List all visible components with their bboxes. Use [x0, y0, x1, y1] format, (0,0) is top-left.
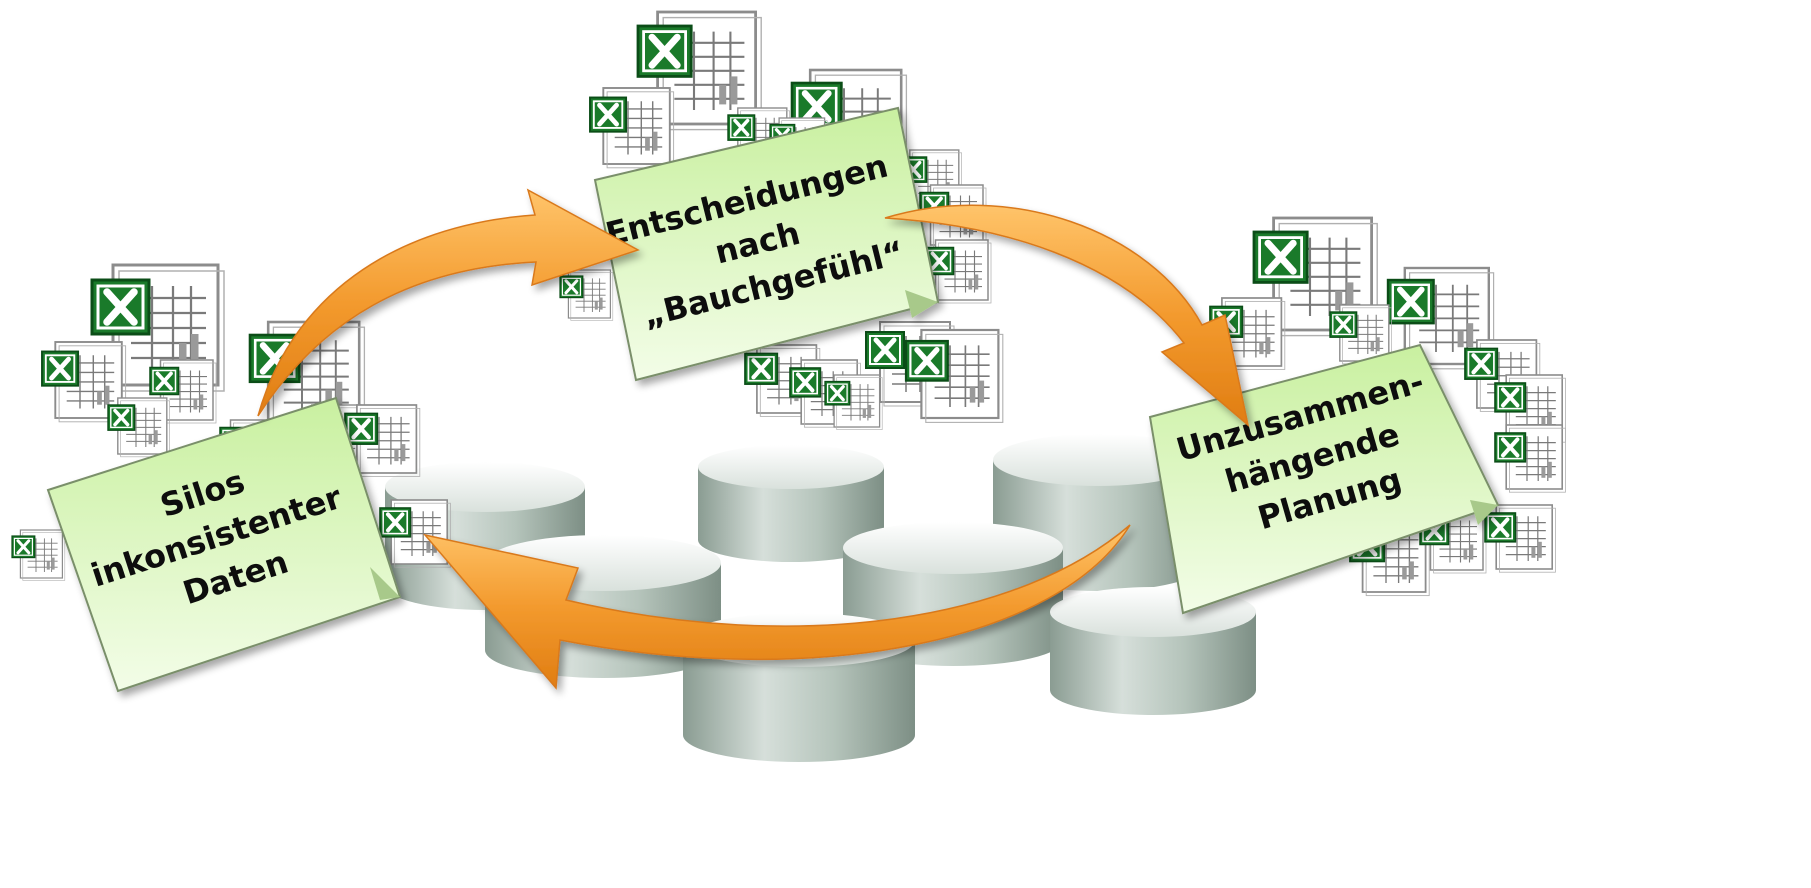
excel-spreadsheet-icon — [823, 373, 884, 432]
excel-spreadsheet-icon — [558, 268, 615, 322]
database-icon — [1050, 587, 1256, 715]
database-icon — [698, 445, 884, 562]
excel-spreadsheet-icon — [906, 330, 1003, 422]
arrow-left-to-top — [257, 188, 640, 417]
excel-spreadsheet-icon — [106, 396, 172, 459]
excel-spreadsheet-icon — [10, 528, 67, 582]
note-top: Entscheidungen nach „Bauchgefühl“ — [593, 106, 940, 382]
arrow-top-to-right — [884, 204, 1250, 427]
excel-spreadsheet-icon — [1485, 505, 1555, 572]
arrow-right-to-left — [422, 524, 1131, 690]
excel-spreadsheet-icon — [590, 88, 674, 168]
excel-spreadsheet-icon — [380, 500, 450, 567]
excel-spreadsheet-icon — [1495, 425, 1565, 492]
note-left: Silos inkonsistenter Daten — [46, 396, 402, 693]
